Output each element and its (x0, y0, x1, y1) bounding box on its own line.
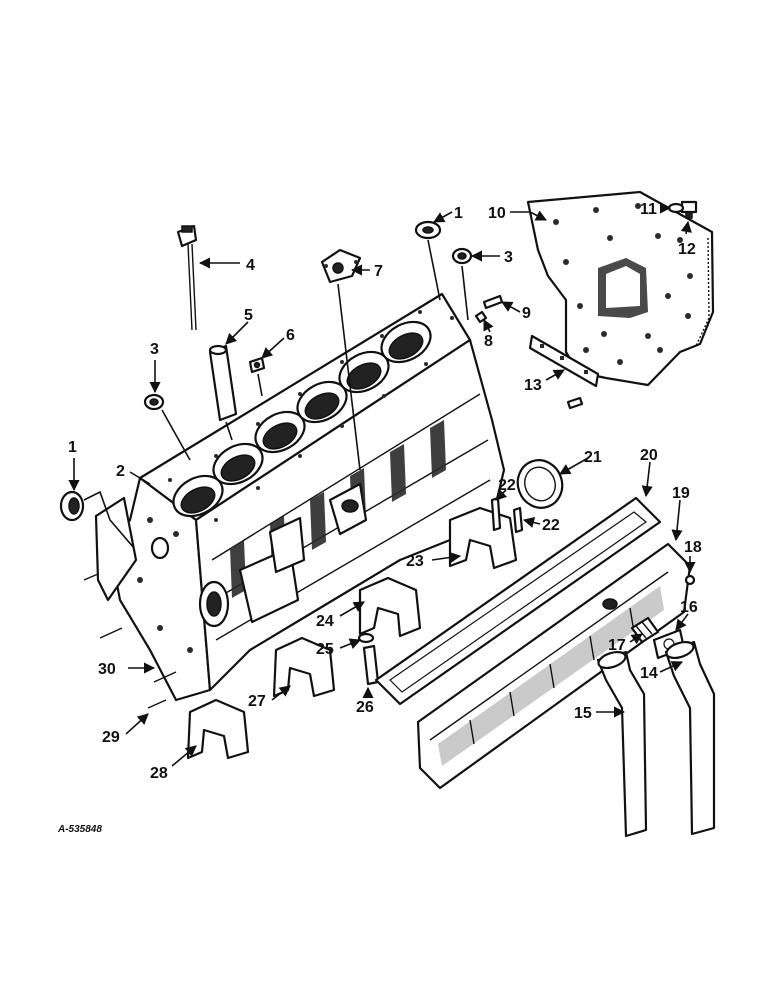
callout-2: 2 (116, 463, 125, 480)
oil-pan-gasket-20 (374, 496, 662, 706)
callout-26: 26 (356, 699, 374, 716)
engine-block (94, 292, 506, 702)
bolt-26 (362, 644, 380, 686)
tube-15 (596, 650, 648, 838)
callout-25: 25 (316, 641, 334, 658)
callout-3-top: 3 (504, 249, 513, 266)
seal-ring-21 (516, 459, 564, 509)
leader-lines (68, 202, 696, 767)
callout-1-top: 1 (454, 205, 463, 222)
callout-24: 24 (316, 613, 334, 630)
callout-23: 23 (406, 553, 424, 570)
callout-3-left: 3 (150, 341, 159, 358)
callout-6: 6 (286, 327, 295, 344)
callout-18: 18 (684, 539, 702, 556)
plug-3-left (143, 393, 165, 411)
bearing-cap-28 (186, 698, 250, 760)
callout-7: 7 (374, 263, 383, 280)
callout-27: 27 (248, 693, 266, 710)
rear-plate (526, 190, 715, 387)
cylinder-bores (172, 320, 432, 518)
callout-15: 15 (574, 705, 592, 722)
callout-16: 16 (680, 599, 698, 616)
plug-3-top (451, 247, 473, 265)
callout-28: 28 (150, 765, 168, 782)
bracket-13 (528, 334, 600, 388)
tube-14 (664, 640, 716, 836)
lockwasher-11 (667, 202, 685, 214)
washer-25 (357, 632, 375, 644)
oil-pan-19 (416, 542, 692, 790)
callout-1-left: 1 (68, 439, 77, 456)
callout-17: 17 (608, 637, 626, 654)
pins-left (83, 573, 177, 709)
seal-1-left (59, 490, 85, 522)
callout-9: 9 (522, 305, 531, 322)
bearing-cap-23 (448, 506, 518, 570)
callout-labels: 1 1 2 3 3 4 5 6 7 8 9 10 11 12 13 14 15 … (68, 201, 702, 782)
callout-20: 20 (640, 447, 658, 464)
bearing-cap-24 (358, 576, 422, 638)
plug-1-top (414, 220, 442, 240)
cover-plate-7 (320, 248, 362, 284)
dipstick-tube-4 (176, 224, 198, 331)
callout-22-left: 22 (498, 477, 516, 494)
callout-22-right: 22 (542, 517, 560, 534)
callout-5: 5 (244, 307, 253, 324)
callout-11: 11 (640, 201, 657, 218)
callout-30: 30 (98, 661, 116, 678)
callout-10: 10 (488, 205, 506, 222)
tube-5 (208, 344, 238, 422)
fitting-6 (248, 356, 266, 374)
drawing-number: A-535848 (57, 824, 102, 835)
callout-13: 13 (524, 377, 542, 394)
callout-4: 4 (246, 257, 255, 274)
callout-21: 21 (584, 449, 602, 466)
dowel-small (566, 396, 584, 410)
callout-14: 14 (640, 665, 658, 682)
callout-12: 12 (678, 241, 696, 258)
callout-8: 8 (484, 333, 493, 350)
callout-19: 19 (672, 485, 690, 502)
drain-plug-18 (684, 574, 696, 586)
callout-29: 29 (102, 729, 120, 746)
dowel-9 (482, 294, 504, 310)
